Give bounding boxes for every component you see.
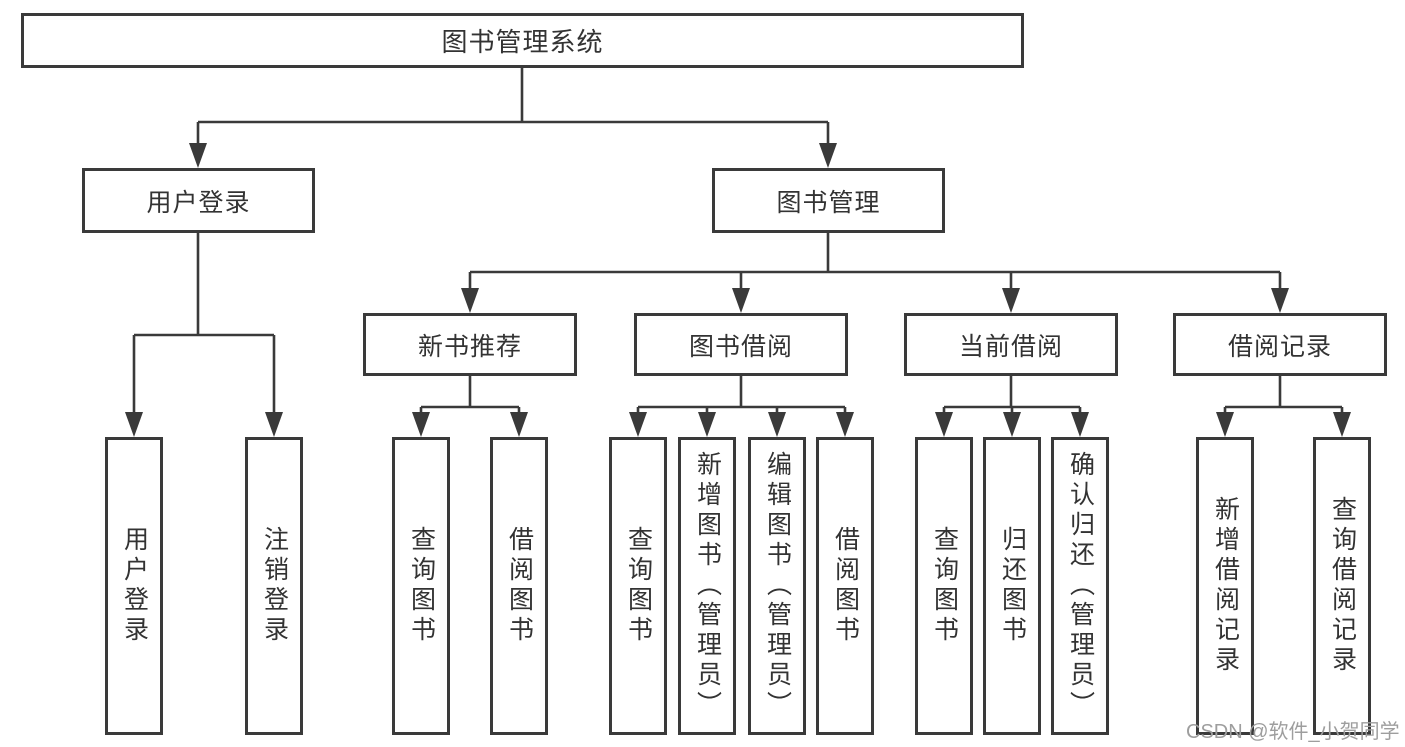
node-book-management: 图书管理 (712, 168, 945, 233)
node-borrow-records: 借阅记录 (1173, 313, 1387, 376)
leaf-add-borrow-record: 新增借阅记录 (1196, 437, 1254, 735)
leaf-return-books: 归还图书 (983, 437, 1041, 735)
leaf-borrow-books-recommend: 借阅图书 (490, 437, 548, 735)
leaf-add-book-admin: 新增图书（管理员） (678, 437, 736, 735)
leaf-query-books-borrow: 查询图书 (609, 437, 667, 735)
node-user-login: 用户登录 (82, 168, 315, 233)
node-current-borrow-label: 当前借阅 (958, 332, 1063, 361)
leaf-borrow-books: 借阅图书 (816, 437, 874, 735)
node-new-book-recommend: 新书推荐 (363, 313, 577, 376)
node-user-login-label: 用户登录 (146, 188, 251, 217)
node-root: 图书管理系统 (21, 13, 1024, 68)
leaf-query-books-current: 查询图书 (915, 437, 973, 735)
leaf-query-books-recommend: 查询图书 (392, 437, 450, 735)
arrowheads (125, 143, 1351, 437)
node-book-borrow-label: 图书借阅 (688, 332, 793, 361)
leaf-query-borrow-record: 查询借阅记录 (1313, 437, 1371, 735)
csdn-watermark: CSDN @软件_小贺同学 (1186, 721, 1400, 743)
leaf-edit-book-admin: 编辑图书（管理员） (748, 437, 806, 735)
leaf-confirm-return-admin: 确认归还（管理员） (1051, 437, 1109, 735)
leaf-logout: 注销登录 (245, 437, 303, 735)
node-current-borrow: 当前借阅 (904, 313, 1118, 376)
node-book-management-label: 图书管理 (776, 188, 881, 217)
node-new-book-recommend-label: 新书推荐 (417, 332, 522, 361)
node-borrow-records-label: 借阅记录 (1227, 332, 1332, 361)
node-root-label: 图书管理系统 (441, 27, 604, 57)
leaf-user-login: 用户登录 (105, 437, 163, 735)
node-book-borrow: 图书借阅 (634, 313, 848, 376)
